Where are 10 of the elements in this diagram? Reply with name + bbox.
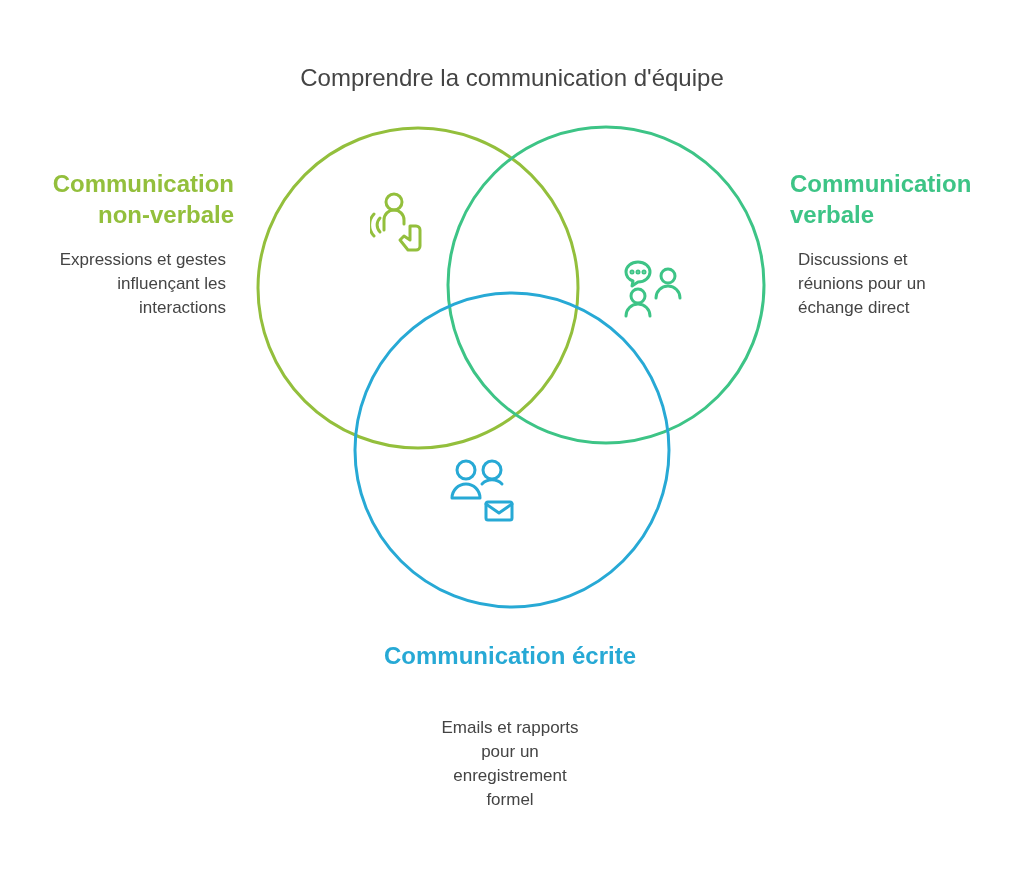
category-heading: Communication non-verbale: [51, 169, 234, 230]
category-heading: Communication verbale: [790, 169, 973, 230]
venn-circle: [256, 126, 580, 450]
category-description: Emails et rapports pour un enregistrement formel: [440, 717, 580, 811]
venn-circle: [353, 291, 671, 609]
category-description: Expressions et gestes influençant les interactions: [58, 249, 226, 319]
diagram-title: Comprendre la communication d'équipe: [299, 64, 725, 92]
category-heading: Communication écrite: [382, 641, 637, 671]
venn-circle: [446, 125, 766, 445]
category-description: Discussions et réunions pour un échange direct: [798, 249, 927, 319]
